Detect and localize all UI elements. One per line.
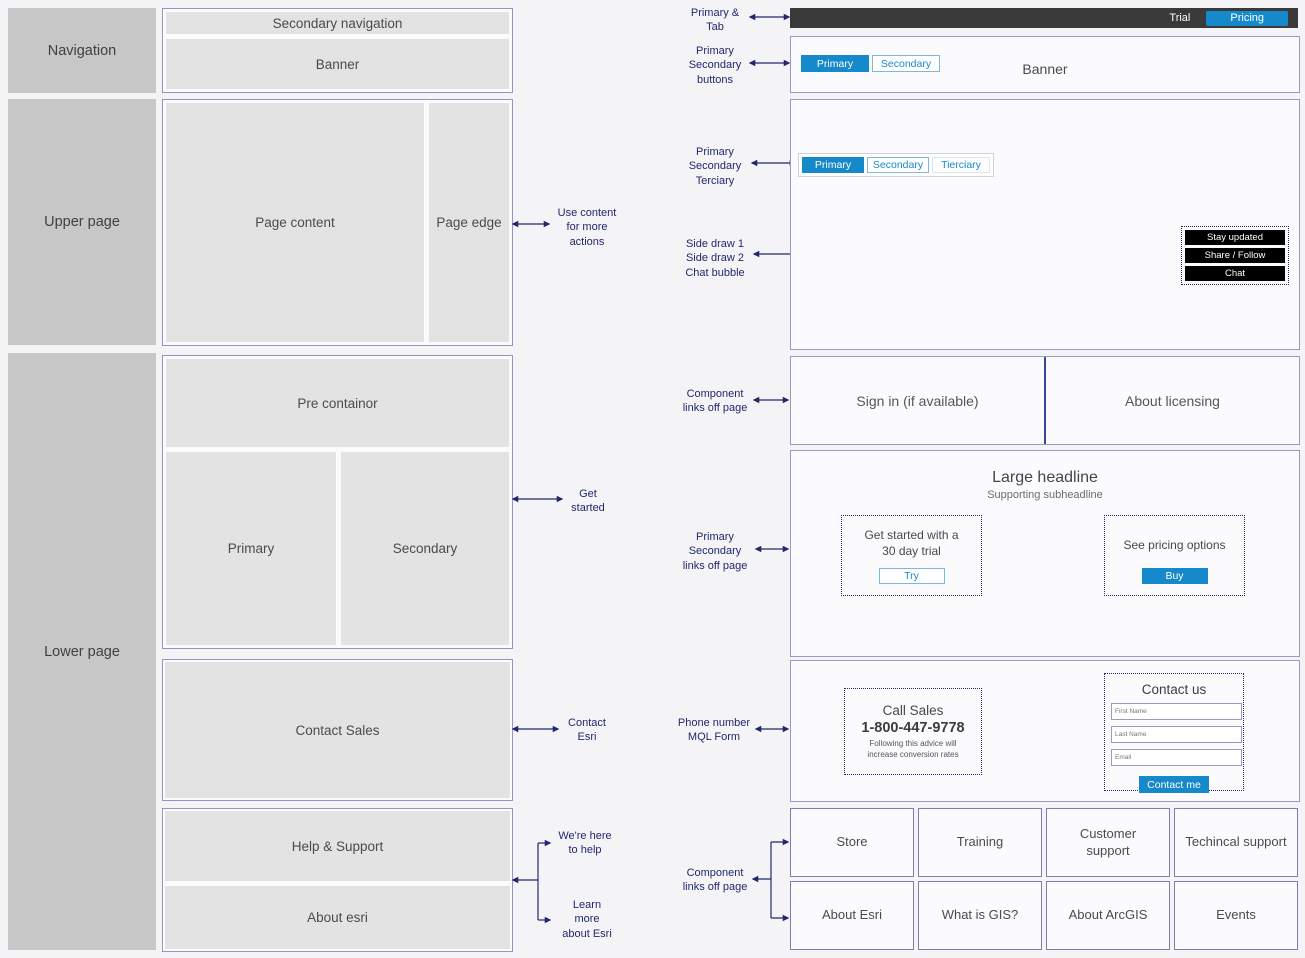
phone-number: 1-800-447-9778	[861, 720, 965, 736]
footer-link-technical-support[interactable]: Techincal support	[1174, 808, 1298, 877]
upper-page-label: Upper page	[44, 214, 120, 230]
annotation-get-started: Get started	[571, 488, 605, 515]
wireframe-primary: Primary	[166, 452, 336, 645]
annotation-side-draws: Side draw 1 Side draw 2 Chat bubble	[685, 238, 745, 279]
wireframe-secondary: Secondary	[341, 452, 509, 645]
contact-form-title: Contact us	[1141, 682, 1207, 697]
sign-in-link[interactable]: Sign in (if available)	[791, 357, 1046, 444]
wireframe-banner: Banner	[166, 39, 509, 89]
pricing-card-text: See pricing options	[1123, 538, 1226, 552]
content-secondary-button[interactable]: Secondary	[867, 157, 929, 173]
contact-sales-label: Contact Sales	[295, 722, 380, 738]
wireframe-pre-container: Pre containor	[166, 359, 509, 447]
navigation-label: Navigation	[47, 42, 117, 59]
about-licensing-label: About licensing	[1125, 392, 1220, 409]
wireframe-upper-page-block: Upper page	[8, 99, 156, 345]
annotation-primary-secondary-links: Primary Secondary links off page	[682, 531, 748, 572]
wireframe-contact-sales-box: Contact Sales	[162, 659, 513, 801]
footer-link-store[interactable]: Store	[790, 808, 914, 877]
sign-in-label: Sign in (if available)	[856, 392, 979, 409]
headline-title: Large headline	[992, 469, 1098, 486]
help-support-label: Help & Support	[291, 838, 384, 854]
annotation-component-links-footer: Component links off page	[682, 867, 748, 894]
wireframe-header-box: Secondary navigation Banner	[162, 8, 513, 93]
button-group: Primary Secondary Tierciary	[798, 153, 994, 177]
annotation-primary-secondary-terciary: Primary Secondary Terciary	[688, 146, 742, 187]
footer-link-customer-support[interactable]: Customer support	[1046, 808, 1170, 877]
about-licensing-link[interactable]: About licensing	[1046, 357, 1299, 444]
wireframe-secondary-navigation: Secondary navigation	[166, 12, 509, 34]
page-content-label: Page content	[255, 215, 335, 230]
wireframe-about-esri: About esri	[165, 886, 510, 949]
contact-section: Call Sales 1-800-447-9778 Following this…	[790, 660, 1300, 802]
stay-updated-button[interactable]: Stay updated	[1185, 230, 1285, 245]
about-esri-label: About esri	[307, 910, 368, 925]
headline-subtitle: Supporting subheadline	[987, 489, 1103, 501]
annotation-primary-tab: Primary & Tab	[690, 7, 740, 34]
wireframe-lower-page-block: Lower page	[8, 353, 156, 950]
annotation-component-links-signin: Component links off page	[682, 388, 748, 415]
contact-me-button[interactable]: Contact me	[1139, 776, 1209, 793]
email-field[interactable]	[1111, 749, 1242, 766]
footer-link-about-arcgis[interactable]: About ArcGIS	[1046, 881, 1170, 950]
wireframe-help-support: Help & Support	[165, 811, 510, 881]
banner-secondary-button[interactable]: Secondary	[872, 55, 940, 72]
annotation-primary-secondary-buttons: Primary Secondary buttons	[688, 45, 742, 86]
wireframe-page-edge: Page edge	[429, 103, 509, 342]
headline-section: Large headline Supporting subheadline Ge…	[790, 450, 1300, 657]
try-button[interactable]: Try	[878, 568, 945, 584]
wireframe-page-content: Page content	[166, 103, 424, 342]
page-edge-label: Page edge	[436, 215, 502, 230]
banner-primary-button[interactable]: Primary	[801, 55, 869, 72]
content-primary-button[interactable]: Primary	[802, 157, 864, 173]
wireframe-navigation-block: Navigation	[8, 8, 156, 93]
share-follow-button[interactable]: Share / Follow	[1185, 248, 1285, 263]
banner-section: Banner Primary Secondary	[790, 36, 1300, 93]
wireframe-lower-box: Pre containor Primary Secondary	[162, 355, 513, 649]
annotation-phone-mql: Phone number MQL Form	[677, 717, 751, 744]
pricing-card: See pricing options Buy	[1104, 515, 1245, 596]
trial-card-text: Get started with a 30 day trial	[864, 528, 959, 559]
lower-page-label: Lower page	[44, 643, 120, 660]
call-sales-note: Following this advice will increase conv…	[867, 739, 959, 759]
content-terciary-button[interactable]: Tierciary	[932, 157, 990, 173]
side-draw-panel: Stay updated Share / Follow Chat	[1181, 226, 1289, 285]
footer-link-about-esri[interactable]: About Esri	[790, 881, 914, 950]
buy-button[interactable]: Buy	[1141, 568, 1208, 584]
wireframe-contact-sales: Contact Sales	[165, 662, 510, 798]
annotation-contact-esri: Contact Esri	[568, 717, 606, 744]
chat-button[interactable]: Chat	[1185, 266, 1285, 281]
wireframe-footer-box: Help & Support About esri	[162, 808, 513, 952]
trial-tab[interactable]: Trial	[1169, 12, 1191, 24]
wireframe-upper-box: Page content Page edge	[162, 99, 513, 346]
secondary-label: Secondary	[392, 541, 458, 556]
top-navigation-bar: Trial Pricing	[790, 8, 1298, 28]
footer-link-what-is-gis[interactable]: What is GIS?	[918, 881, 1042, 950]
footer-link-events[interactable]: Events	[1174, 881, 1298, 950]
call-sales-title: Call Sales	[882, 703, 944, 718]
pricing-tab[interactable]: Pricing	[1206, 10, 1288, 26]
footer-links-grid: Store Training Customer support Techinca…	[790, 808, 1298, 950]
banner-label: Banner	[315, 56, 360, 72]
footer-link-training[interactable]: Training	[918, 808, 1042, 877]
annotation-were-here: We're here to help	[558, 830, 612, 857]
last-name-field[interactable]	[1111, 726, 1242, 743]
contact-form-card: Contact us Contact me	[1104, 673, 1244, 793]
component-links-section: Sign in (if available) About licensing	[790, 356, 1300, 445]
primary-label: Primary	[227, 541, 275, 556]
trial-card: Get started with a 30 day trial Try	[841, 515, 982, 596]
banner-title: Banner	[1022, 61, 1068, 77]
annotation-use-content: Use content for more actions	[557, 207, 617, 248]
pre-container-label: Pre containor	[297, 395, 378, 411]
call-sales-card: Call Sales 1-800-447-9778 Following this…	[844, 688, 982, 775]
secondary-navigation-label: Secondary navigation	[272, 15, 403, 31]
first-name-field[interactable]	[1111, 703, 1242, 720]
page-content-section: Primary Secondary Tierciary Stay updated…	[790, 99, 1300, 350]
annotation-learn-more: Learn more about Esri	[562, 899, 612, 940]
